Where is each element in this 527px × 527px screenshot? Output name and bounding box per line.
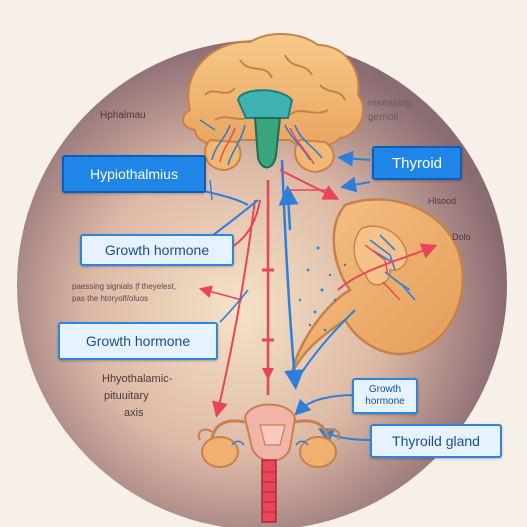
box-hypothalmius: Hypiothalmius xyxy=(62,155,206,193)
label-passing-2: pas the htoryolf/oluos xyxy=(72,294,149,303)
box-growth-small-line-1: Growth xyxy=(368,384,402,395)
label-axis-3: axis xyxy=(124,407,144,419)
label-passing-1: paessing signials |f theyelest, xyxy=(72,282,176,291)
label-axis-2: pituuitary xyxy=(104,390,149,402)
box-growth-hormone-1: Growth hormone xyxy=(80,234,234,266)
box-growth-small-line-2: hormone xyxy=(365,396,405,407)
box-growth-hormone-small: Growth hormone xyxy=(352,378,418,414)
box-thyroid-gland: Thyroild gland xyxy=(370,424,502,458)
label-hlood: Hlsood xyxy=(428,196,457,206)
label-top-right-1: reseasing xyxy=(368,98,412,109)
label-axis-1: Hhyothalamic- xyxy=(102,373,173,385)
box-growth-hormone-2: Growth hormone xyxy=(58,322,218,360)
reproductive-organ-illustration xyxy=(197,403,341,523)
kidney-illustration xyxy=(290,198,465,373)
label-dolo: Dolo xyxy=(452,232,471,242)
label-top-right-2: gernoil xyxy=(368,112,399,123)
brain-illustration xyxy=(182,33,365,174)
box-thyroid: Thyroid xyxy=(372,146,462,180)
label-top-left: Hphalmau xyxy=(100,110,146,121)
